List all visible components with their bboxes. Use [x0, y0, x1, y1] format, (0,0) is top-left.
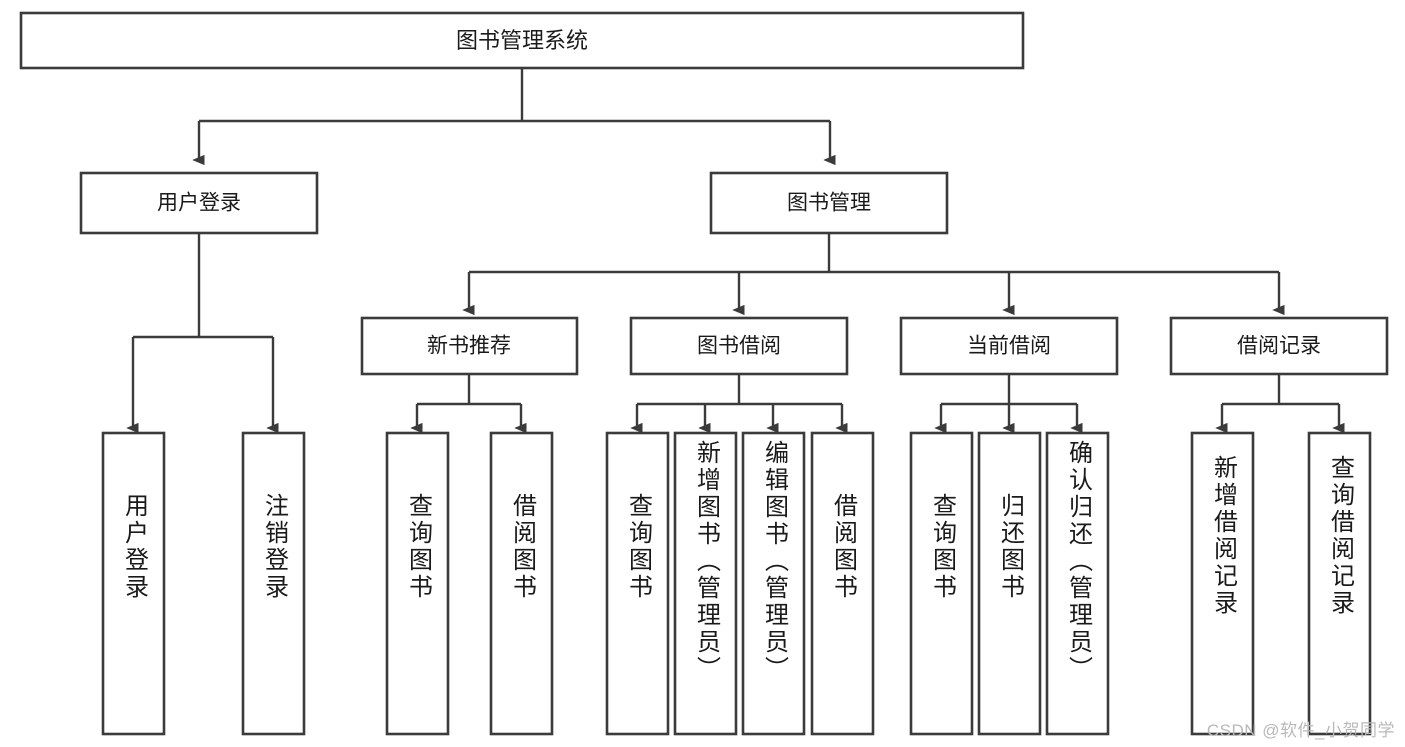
connector-borrow-record-to-leaves — [1222, 374, 1339, 428]
leaf-box — [241, 431, 306, 736]
node-book-borrow[interactable]: 图书借阅 — [629, 316, 849, 376]
leaf-book-borrow-query[interactable] — [605, 431, 670, 736]
connector-book-borrow-to-leaves — [637, 374, 842, 428]
connector-book-management-to-level2 — [469, 233, 1279, 310]
leaf-box — [741, 431, 806, 736]
connector-current-borrow-to-leaves — [941, 374, 1077, 428]
leaf-borrow-record-query[interactable] — [1307, 431, 1372, 736]
leaf-box — [489, 431, 554, 736]
leaf-new-book-borrow[interactable] — [489, 431, 554, 736]
node-root-box — [19, 11, 1025, 70]
leaf-box — [605, 431, 670, 736]
node-new-book-recommend-label: 新书推荐 — [427, 335, 511, 358]
node-new-book-recommend-box — [360, 316, 579, 376]
leaf-current-borrow-return[interactable] — [977, 431, 1042, 736]
node-borrow-record[interactable]: 借阅记录 — [1169, 316, 1389, 376]
node-borrow-record-label: 借阅记录 — [1237, 335, 1321, 358]
node-user-login-label: 用户登录 — [157, 192, 241, 215]
leaf-book-borrow-borrow[interactable] — [810, 431, 875, 736]
leaf-box — [1307, 431, 1372, 736]
node-current-borrow[interactable]: 当前借阅 — [899, 316, 1119, 376]
leaf-user-login-login[interactable] — [101, 431, 166, 736]
leaf-box — [385, 431, 450, 736]
leaf-box — [1045, 431, 1110, 736]
leaf-book-borrow-edit[interactable] — [741, 431, 806, 736]
connector-root-to-level1 — [199, 68, 830, 160]
node-user-login[interactable]: 用户登录 — [79, 171, 319, 235]
leaf-borrow-record-add[interactable] — [1190, 431, 1255, 736]
leaf-box — [1190, 431, 1255, 736]
connector-user-login-to-leaves — [133, 233, 273, 428]
node-new-book-recommend[interactable]: 新书推荐 — [360, 316, 579, 376]
node-book-management[interactable]: 图书管理 — [709, 171, 949, 235]
connector-new-book-recommend-to-leaves — [417, 374, 521, 428]
leaf-new-book-query[interactable] — [385, 431, 450, 736]
leaf-user-login-logout[interactable] — [241, 431, 306, 736]
leaf-box — [909, 431, 974, 736]
node-current-borrow-box — [899, 316, 1119, 376]
leaf-box — [977, 431, 1042, 736]
node-root-label: 图书管理系统 — [456, 28, 588, 53]
leaf-box — [673, 431, 738, 736]
node-book-management-label: 图书管理 — [787, 192, 871, 215]
node-root[interactable]: 图书管理系统 — [19, 11, 1025, 70]
leaf-box — [101, 431, 166, 736]
leaf-book-borrow-add[interactable] — [673, 431, 738, 736]
csdn-watermark: CSDN @软件_小贺同学 — [1206, 721, 1395, 740]
node-user-login-box — [79, 171, 319, 235]
leaf-current-borrow-query[interactable] — [909, 431, 974, 736]
leaf-box — [810, 431, 875, 736]
leaf-current-borrow-confirm[interactable] — [1045, 431, 1110, 736]
node-book-borrow-label: 图书借阅 — [697, 335, 781, 358]
node-current-borrow-label: 当前借阅 — [967, 335, 1051, 358]
